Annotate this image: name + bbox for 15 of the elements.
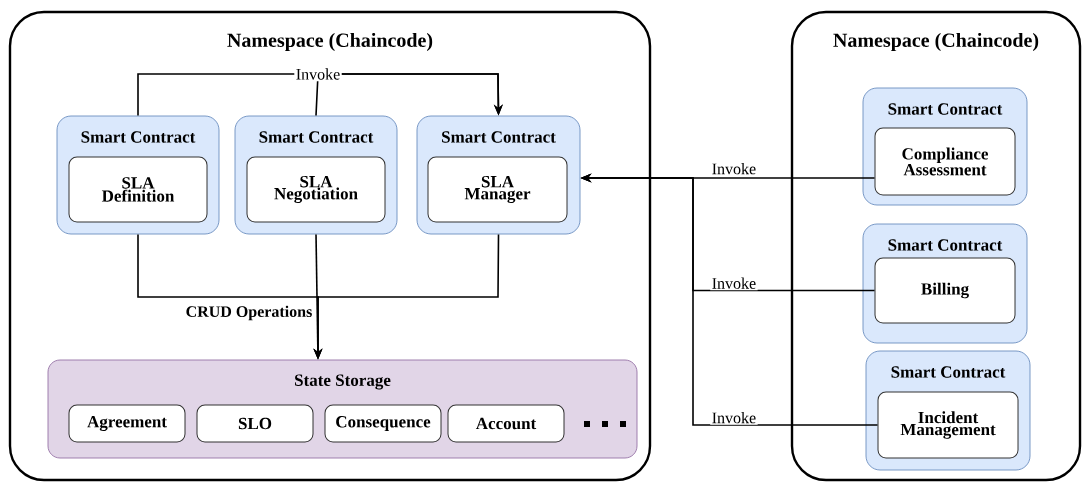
module-box: SLA Definition <box>68 156 208 223</box>
module-box: Consequence <box>324 404 442 443</box>
module-box: SLO <box>196 404 314 443</box>
module-box: Incident Management <box>877 391 1019 459</box>
module-box: Agreement <box>68 404 186 443</box>
module-box: Account <box>447 404 565 443</box>
edge-label: CRUD Operations <box>184 304 314 322</box>
module-box: Billing <box>874 257 1016 324</box>
edge-label: Invoke <box>710 410 758 425</box>
edge-label: Invoke <box>710 276 758 291</box>
module-box: Compliance Assessment <box>874 127 1016 196</box>
module-box: SLA Negotiation <box>246 156 386 223</box>
arrow <box>315 73 503 117</box>
module-box: SLA Manager <box>427 156 568 223</box>
edge-label: Invoke <box>710 161 758 176</box>
